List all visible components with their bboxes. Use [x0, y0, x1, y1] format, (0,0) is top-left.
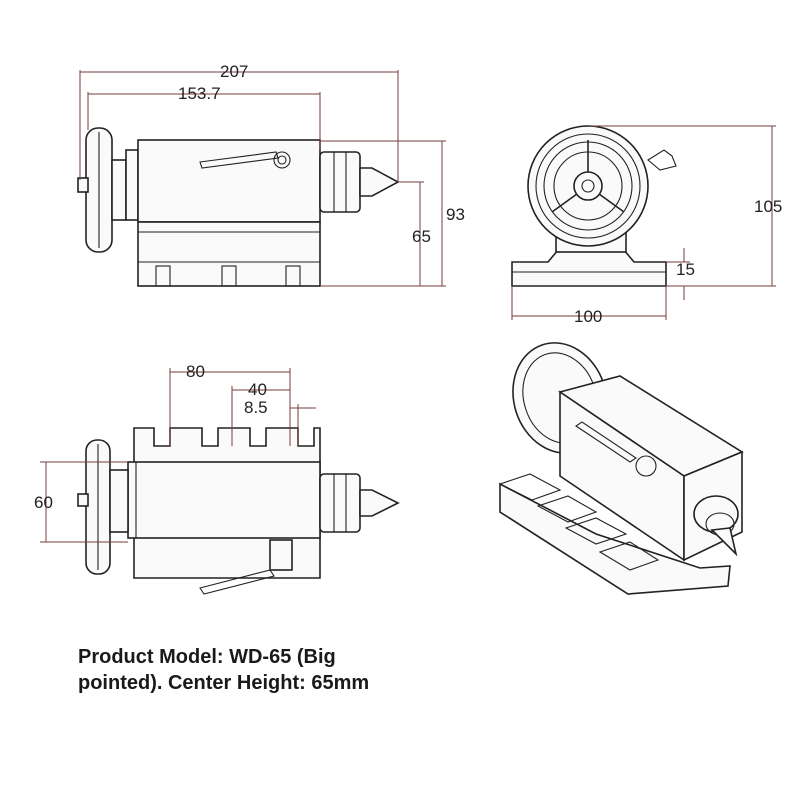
iso-base-tab-3: [564, 517, 628, 545]
top-handwheel-handle: [77, 493, 89, 507]
iso-base-tab-1: [498, 473, 562, 501]
end-hub-bore: [581, 179, 595, 193]
iso-base-tab-4: [598, 541, 660, 571]
dim-spindle-length: 153.7: [178, 84, 221, 103]
isometric-view: [498, 342, 744, 595]
top-view: 80 40 8.5 60: [34, 362, 400, 595]
iso-base: [499, 482, 731, 595]
iso-base-tab-2: [536, 495, 598, 523]
front-live-center-housing: [319, 151, 361, 213]
end-base: [511, 249, 667, 287]
iso-lever: [575, 421, 637, 463]
top-lever-block: [269, 539, 293, 571]
front-foot-2: [221, 265, 237, 287]
front-foot-1: [155, 265, 171, 287]
end-lever-nub: [647, 149, 677, 171]
dim-body-width: 60: [34, 493, 53, 512]
dim-slot-width: 8.5: [244, 398, 268, 417]
dim-slot-span: 80: [186, 362, 205, 381]
dim-base-thickness: 15: [676, 260, 695, 279]
front-handwheel-handle: [77, 177, 89, 193]
end-view: 105 15 100: [511, 125, 782, 326]
dim-center-height: 65: [412, 227, 431, 246]
front-hub: [111, 159, 127, 221]
dim-slot-pitch: 40: [248, 380, 267, 399]
end-handwheel-rim: [535, 133, 641, 239]
front-lever-knob-inner: [277, 155, 287, 165]
front-center-point: [359, 167, 400, 197]
front-lever-knob: [273, 151, 291, 169]
dim-overall-length: 207: [220, 62, 248, 81]
iso-lever-knob: [635, 455, 657, 477]
front-collar: [125, 149, 139, 221]
end-hub: [573, 171, 603, 201]
iso-center-point: [710, 527, 738, 557]
top-body: [127, 461, 321, 539]
front-body: [137, 139, 321, 223]
iso-live-center-housing: [693, 495, 739, 533]
dim-total-height: 93: [446, 205, 465, 224]
dim-base-width: 100: [574, 307, 602, 326]
front-foot-3: [285, 265, 301, 287]
top-center-point: [359, 489, 400, 517]
top-lock-lever: [199, 569, 275, 595]
top-live-center-housing: [319, 473, 361, 533]
product-caption: Product Model: WD-65 (Big pointed). Cent…: [78, 646, 370, 694]
front-view: 207 153.7 93 65: [77, 62, 465, 287]
dim-end-height: 105: [754, 197, 782, 216]
top-hub: [109, 469, 129, 533]
